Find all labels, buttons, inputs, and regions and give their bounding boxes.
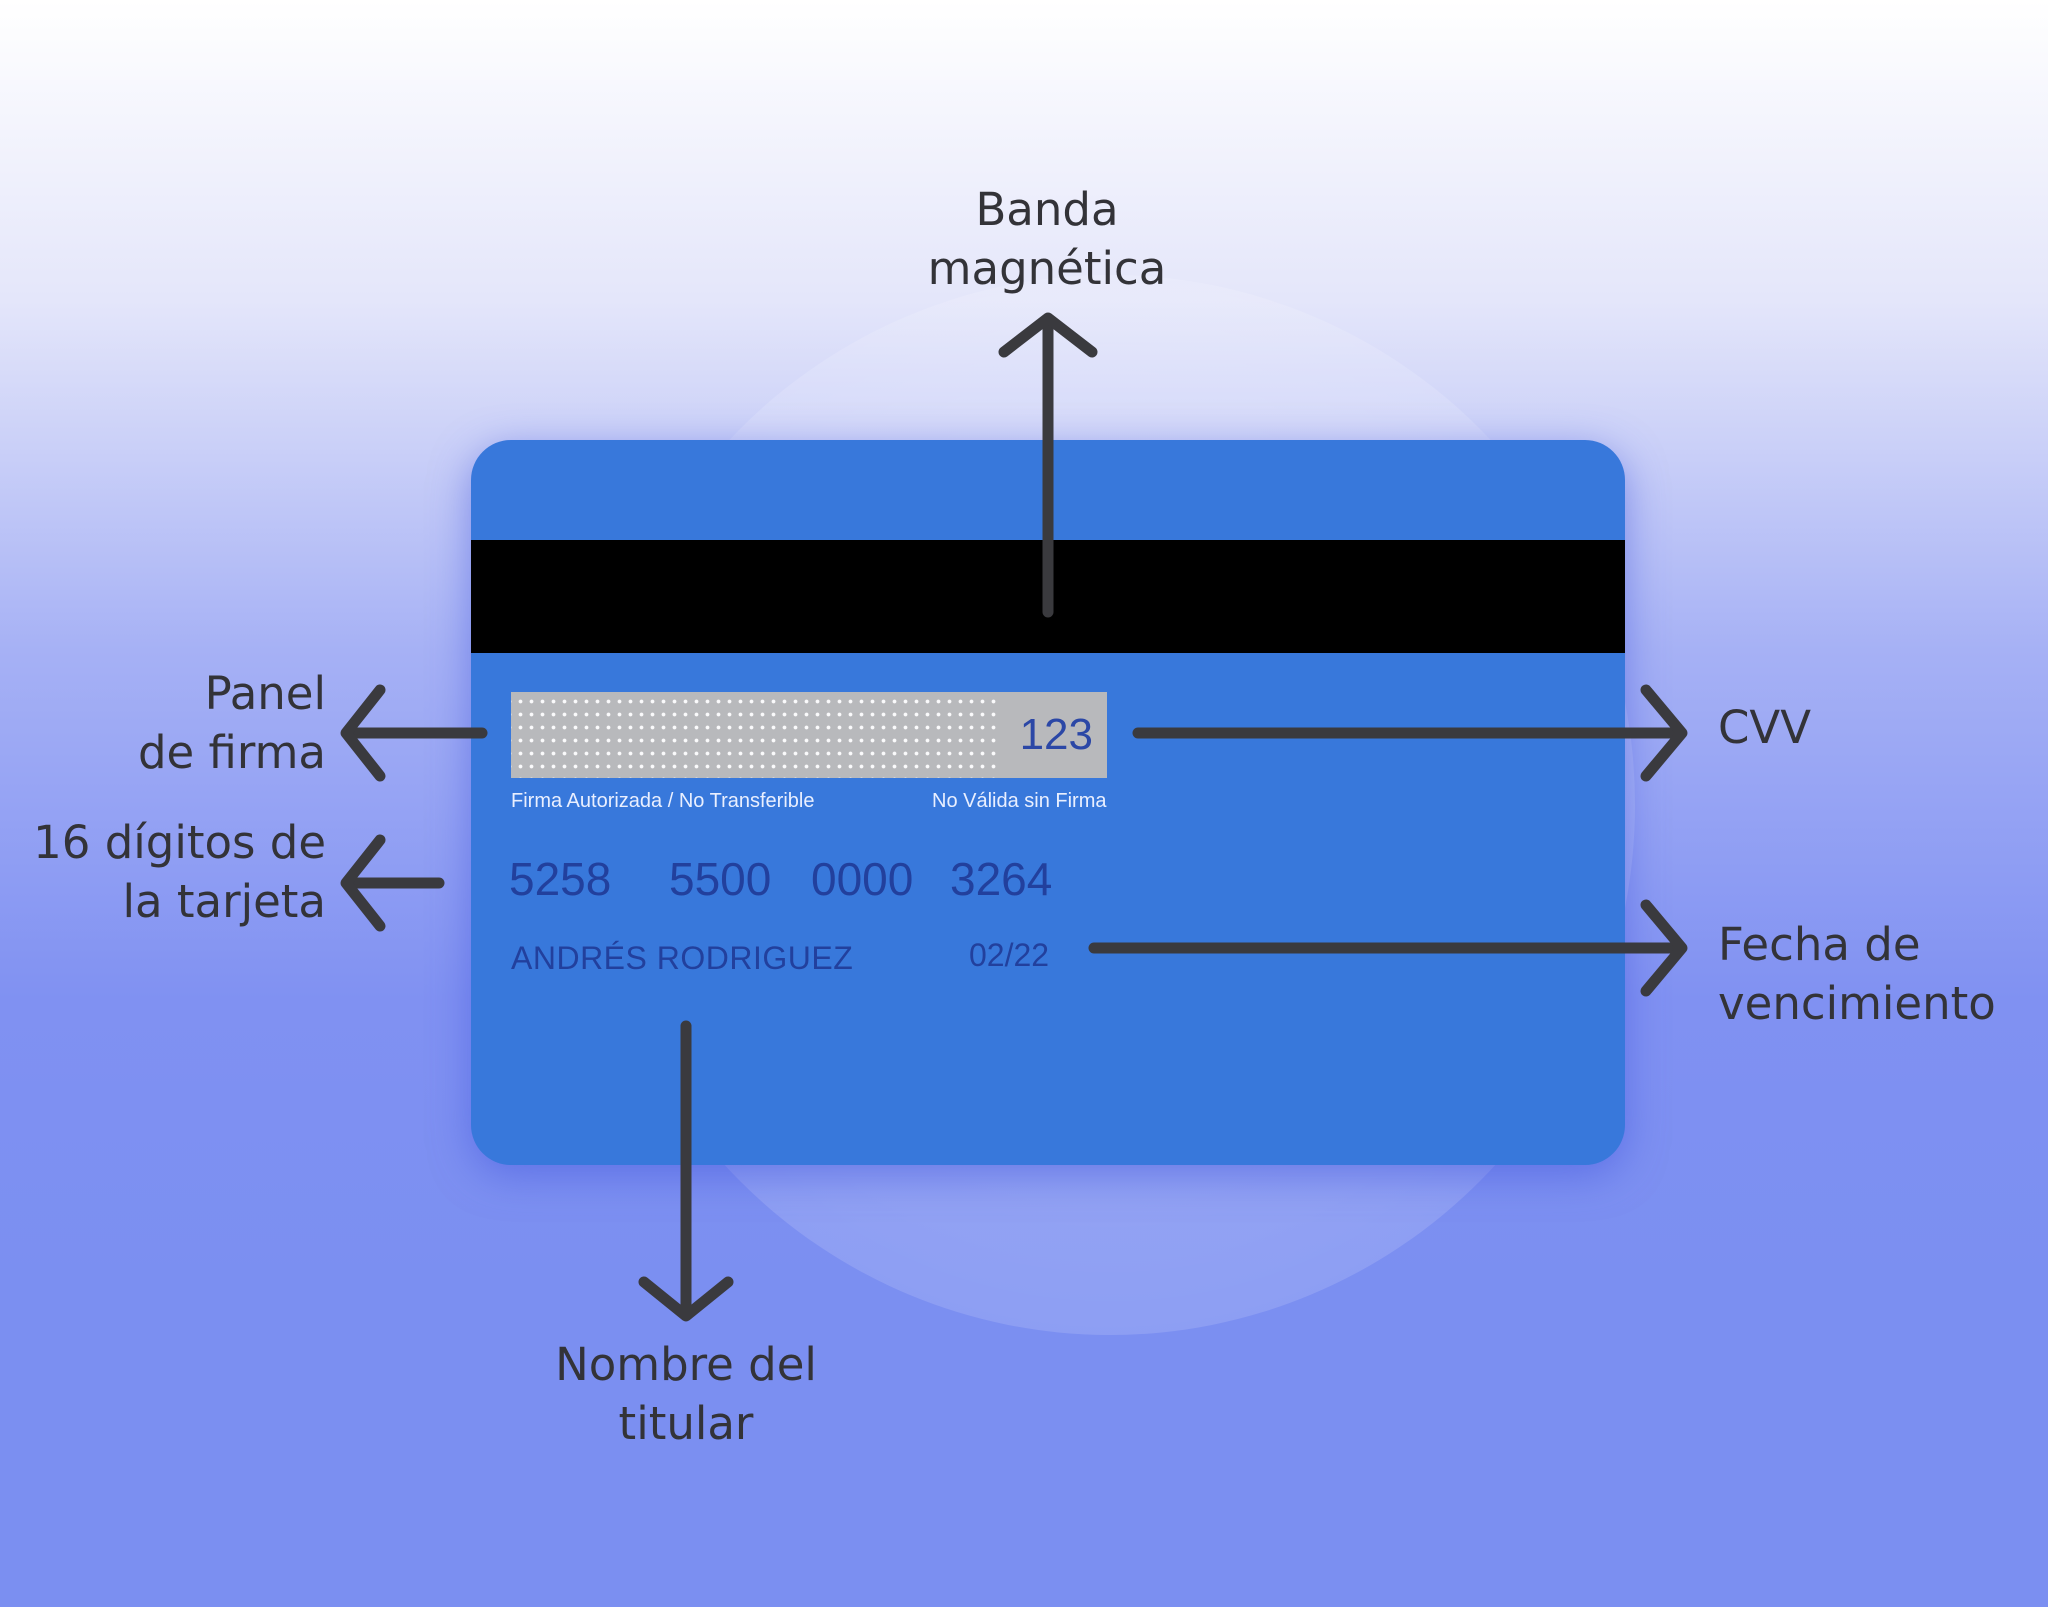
label-card-digits: 16 dígitos de la tarjeta (33, 813, 326, 931)
card-number-group-4: 3264 (950, 853, 1053, 905)
label-holder-name-line-2: titular (618, 1397, 754, 1450)
label-holder-name: Nombre del titular (526, 1335, 846, 1453)
cvv-number: 123 (1019, 710, 1093, 759)
card-number-group-2: 5500 (669, 853, 772, 905)
arrow-card-digits (340, 834, 445, 932)
label-card-digits-line-2: la tarjeta (122, 875, 326, 928)
label-cvv: CVV (1718, 698, 1811, 757)
label-card-digits-line-1: 16 dígitos de (33, 816, 326, 869)
arrow-cvv (1132, 684, 1688, 782)
signature-right-text: No Válida sin Firma (932, 790, 1107, 812)
arrow-magnetic-stripe (998, 312, 1098, 618)
label-magnetic-stripe: Banda magnética (927, 180, 1167, 298)
arrow-holder-name (638, 1020, 734, 1322)
label-holder-name-line-1: Nombre del (555, 1338, 817, 1391)
card-number-group-1: 5258 (509, 853, 612, 905)
label-magnetic-stripe-line-1: Banda (975, 183, 1119, 236)
label-cvv-line-1: CVV (1718, 701, 1811, 754)
label-expiry-date-line-2: vencimiento (1718, 977, 1996, 1030)
label-expiry-date: Fecha de vencimiento (1718, 915, 1996, 1033)
arrow-expiry-date (1088, 899, 1688, 997)
card-holder-name: ANDRÉS RODRIGUEZ (511, 940, 854, 976)
signature-left-text: Firma Autorizada / No Transferible (511, 790, 815, 812)
label-expiry-date-line-1: Fecha de (1718, 918, 1921, 971)
arrow-signature-panel (340, 684, 488, 782)
label-signature-panel-line-2: de firma (137, 726, 326, 779)
label-signature-panel: Panel de firma (138, 664, 326, 782)
label-magnetic-stripe-line-2: magnética (927, 242, 1167, 295)
label-signature-panel-line-1: Panel (204, 667, 326, 720)
cvv-box (1001, 692, 1107, 778)
signature-panel: 123 (511, 692, 1107, 778)
card-expiry-date: 02/22 (969, 937, 1050, 973)
card-number-group-3: 0000 (811, 853, 914, 905)
